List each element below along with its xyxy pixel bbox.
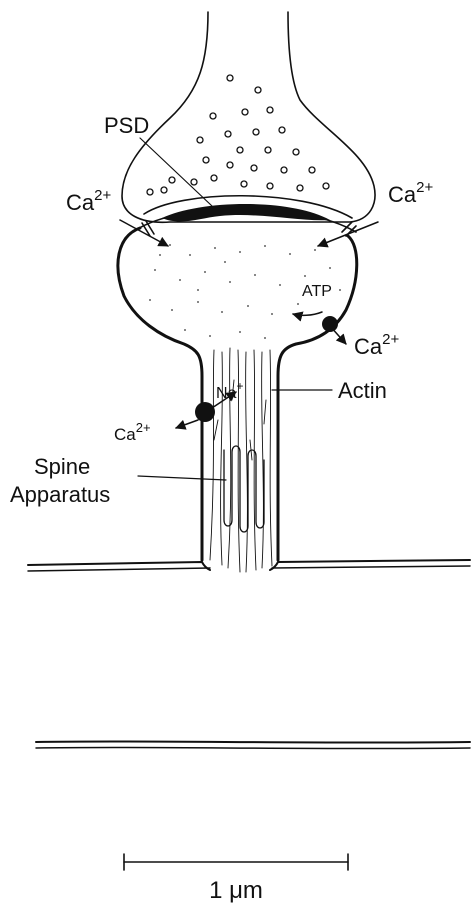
ca-right-label: Ca2+ (388, 179, 433, 207)
psd-label: PSD (104, 113, 149, 138)
scale-bar-label: 1 μm (209, 877, 263, 904)
sodium-calcium-exchanger (195, 402, 215, 422)
ca-na-label: Ca2+ (114, 420, 151, 444)
actin-label: Actin (338, 378, 387, 403)
synaptic-vesicles (147, 75, 329, 195)
ca-atp-label: Ca2+ (354, 331, 399, 359)
spine-apparatus-label-line2: Apparatus (10, 482, 110, 507)
spine-membrane (118, 228, 202, 560)
atp-label: ATP (302, 283, 332, 300)
psd-leader (140, 138, 212, 206)
ca-left-label: Ca2+ (66, 187, 111, 215)
calcium-atpase-pump (322, 316, 338, 332)
dendrite-upper-membrane (28, 560, 470, 570)
spine-apparatus-label-line1: Spine (34, 454, 90, 479)
presynaptic-terminal (122, 12, 375, 222)
dendrite-lower-membrane (36, 741, 470, 742)
postsynaptic-density (162, 204, 330, 221)
scale-bar (124, 854, 348, 870)
